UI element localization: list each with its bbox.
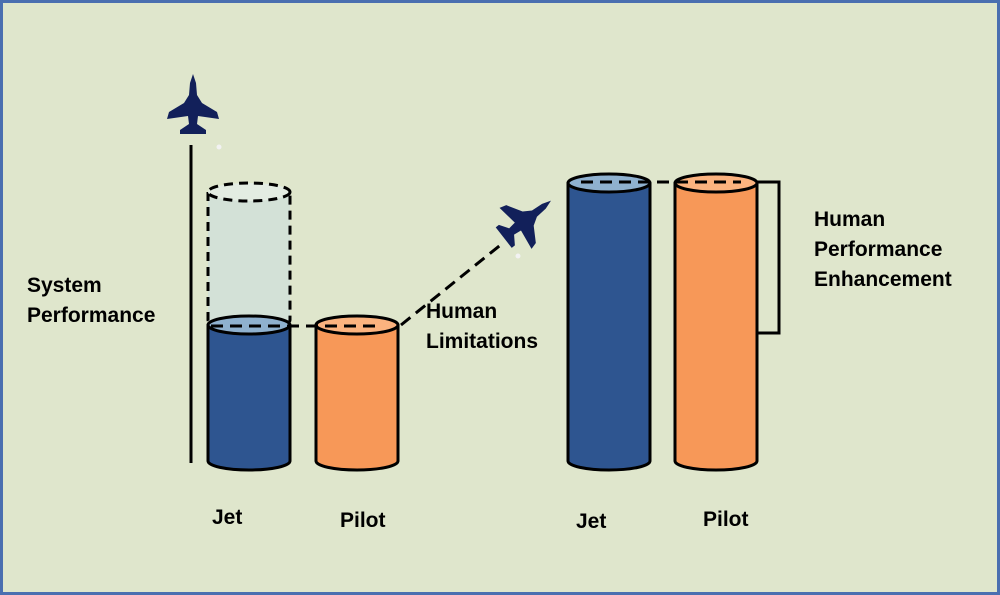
enhancement-trajectory bbox=[400, 241, 504, 327]
exhaust-dot bbox=[515, 253, 521, 259]
human-limitations-line-2: Limitations bbox=[426, 330, 539, 353]
left-pilot-bar bbox=[314, 314, 400, 472]
human-limitations-line-1: Human bbox=[426, 300, 498, 323]
diagram-canvas bbox=[167, 74, 781, 472]
jet-aircraft-icon bbox=[487, 180, 568, 259]
jet-potential-cylinder bbox=[206, 181, 292, 331]
enhancement-line-3: Enhancement bbox=[814, 268, 952, 291]
right-jet-label: Jet bbox=[576, 510, 607, 533]
enhancement-line-2: Performance bbox=[814, 238, 943, 261]
enhancement-line-1: Human bbox=[814, 208, 886, 231]
right-jet-bar bbox=[566, 172, 652, 472]
human-limitations-label: Human Limitations bbox=[426, 297, 538, 357]
system-performance-label: System Performance bbox=[27, 271, 155, 331]
system-performance-line-1: System bbox=[27, 274, 102, 297]
left-jet-bar bbox=[206, 314, 292, 472]
right-pilot-label: Pilot bbox=[703, 508, 749, 531]
jet-aircraft-icon bbox=[167, 74, 222, 150]
system-performance-line-2: Performance bbox=[27, 304, 156, 327]
left-jet-label: Jet bbox=[212, 506, 243, 529]
human-performance-enhancement-label: Human Performance Enhancement bbox=[814, 205, 952, 295]
enhancement-bracket bbox=[757, 180, 781, 335]
right-pilot-bar bbox=[673, 172, 759, 472]
left-pilot-label: Pilot bbox=[340, 509, 386, 532]
